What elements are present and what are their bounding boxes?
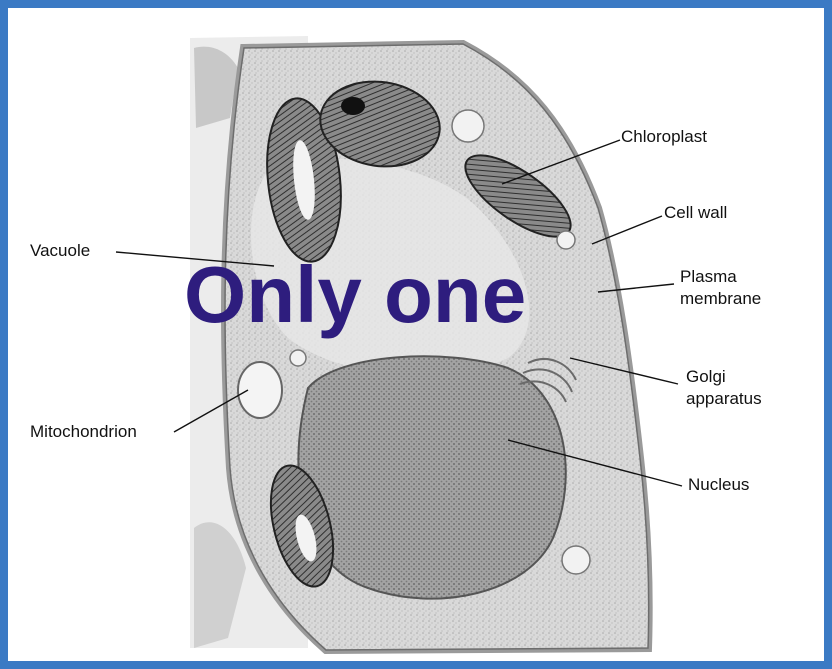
label-vacuole: Vacuole	[30, 240, 90, 261]
label-cell-wall: Cell wall	[664, 202, 727, 223]
label-golgi-line1: Golgi	[686, 366, 726, 387]
label-golgi-line2: apparatus	[686, 388, 762, 409]
label-mitochondrion: Mitochondrion	[30, 421, 137, 442]
mitochondrion	[238, 362, 282, 418]
overlay-caption: Only one	[184, 250, 526, 340]
label-chloroplast: Chloroplast	[621, 126, 707, 147]
label-nucleus: Nucleus	[688, 474, 749, 495]
label-plasma-membrane-line1: Plasma	[680, 266, 737, 287]
nucleus	[298, 356, 565, 598]
label-plasma-membrane-line2: membrane	[680, 288, 761, 309]
